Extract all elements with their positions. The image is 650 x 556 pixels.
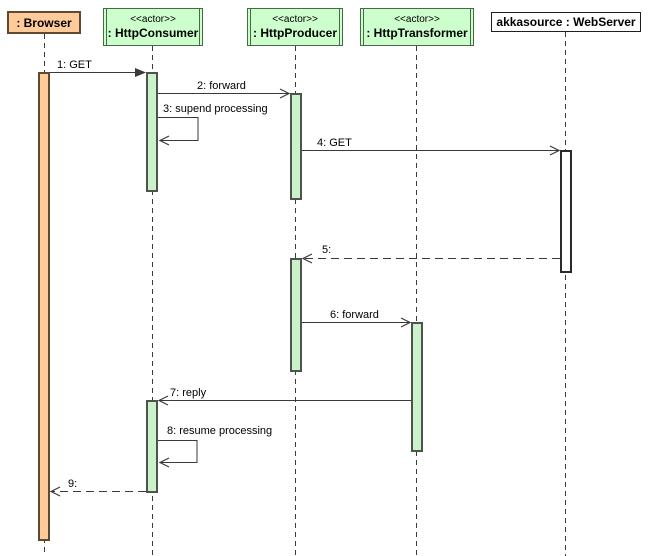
message-4-label: 4: GET xyxy=(317,137,352,149)
participant-httptransformer-stereotype: <<actor>> xyxy=(394,14,440,25)
message-7-label: 7: reply xyxy=(170,387,207,399)
activation-producer-2 xyxy=(290,258,302,372)
activation-webserver xyxy=(560,150,572,273)
activation-browser xyxy=(38,72,50,541)
participant-browser-label: : Browser xyxy=(16,15,72,30)
participant-webserver-label: akkasource : WebServer xyxy=(496,15,636,29)
activation-consumer-2 xyxy=(146,400,158,493)
participant-httpconsumer: <<actor>> : HttpConsumer xyxy=(103,8,203,46)
participant-httptransformer-label: : HttpTransformer xyxy=(366,26,468,40)
activation-transformer xyxy=(411,322,423,452)
participant-httptransformer: <<actor>> : HttpTransformer xyxy=(360,8,474,46)
participant-httpconsumer-stereotype: <<actor>> xyxy=(130,14,176,25)
message-2-label: 2: forward xyxy=(197,80,246,92)
message-3-label: 3: supend processing xyxy=(163,103,268,115)
message-8-arrow xyxy=(158,440,198,468)
participant-browser: : Browser xyxy=(7,11,81,34)
message-5-label: 5: xyxy=(322,244,332,256)
message-9-label: 9: xyxy=(68,478,78,490)
participant-httpconsumer-label: : HttpConsumer xyxy=(107,26,199,40)
message-8-label: 8: resume processing xyxy=(167,425,273,437)
participant-httpproducer: <<actor>> : HttpProducer xyxy=(247,8,343,46)
participant-httpproducer-label: : HttpProducer xyxy=(253,26,337,40)
message-3-arrow xyxy=(158,117,199,146)
participant-httpproducer-stereotype: <<actor>> xyxy=(272,14,318,25)
message-6-label: 6: forward xyxy=(330,309,379,321)
activation-consumer-1 xyxy=(146,72,158,192)
participant-webserver: akkasource : WebServer xyxy=(491,12,641,32)
activation-producer-1 xyxy=(290,93,302,200)
message-1-label: 1: GET xyxy=(57,59,92,71)
